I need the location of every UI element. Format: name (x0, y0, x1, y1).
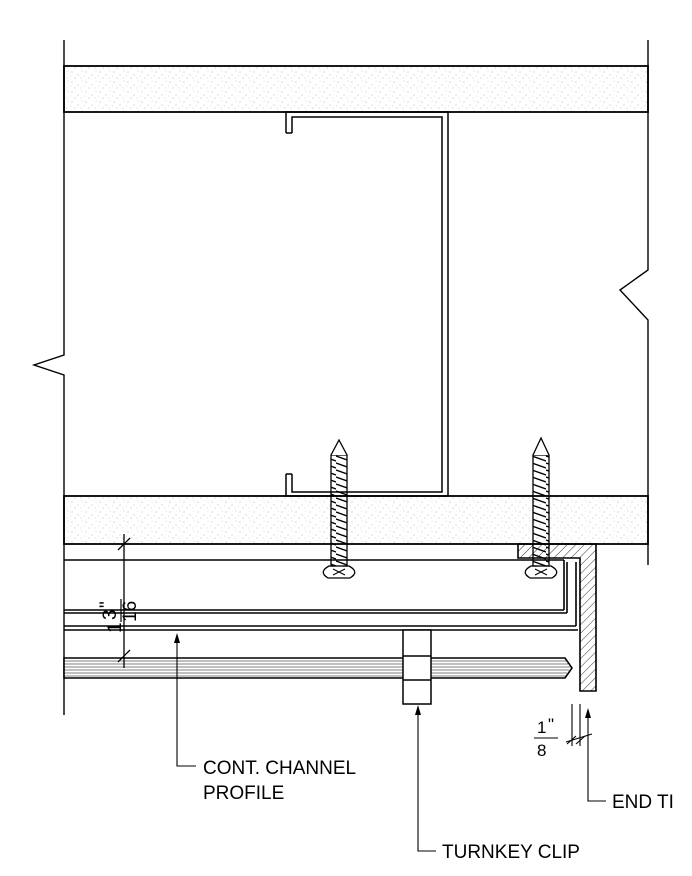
label-cont-channel-line1: CONT. CHANNEL (203, 758, 356, 779)
steel-c-stud (285, 111, 449, 497)
end-trim-angle (517, 543, 597, 692)
dimension-panel-gap: 1 3 " 16 (97, 534, 141, 668)
trim-gap-numerator: 1 (537, 718, 546, 737)
leader-cont-channel (174, 633, 196, 767)
panel-gap-frac-top: 3 (100, 609, 121, 620)
panel-gap-whole: 1 (105, 622, 126, 633)
panel-gap-inch: " (97, 601, 118, 608)
label-end-trim: END TI (612, 792, 674, 813)
leader-end-trim (585, 708, 606, 802)
label-turnkey-clip: TURNKEY CLIP (442, 842, 580, 863)
break-lines (31, 40, 649, 715)
screw-right (524, 436, 558, 579)
continuous-channel-profile (64, 559, 578, 631)
panel-gap-frac-bottom: 16 (120, 601, 141, 622)
trim-gap-denominator: 8 (537, 741, 546, 760)
linear-ceiling-panel (63, 657, 573, 679)
dimension-trim-gap: 1 " 8 (534, 704, 593, 760)
bottom-gypsum-board (63, 495, 649, 545)
label-cont-channel-line2: PROFILE (203, 783, 284, 804)
leader-turnkey-clip (415, 705, 436, 852)
top-gypsum-board (63, 65, 649, 113)
trim-gap-inch: " (548, 715, 554, 734)
screw-left (322, 438, 356, 579)
turnkey-clip (402, 629, 432, 705)
